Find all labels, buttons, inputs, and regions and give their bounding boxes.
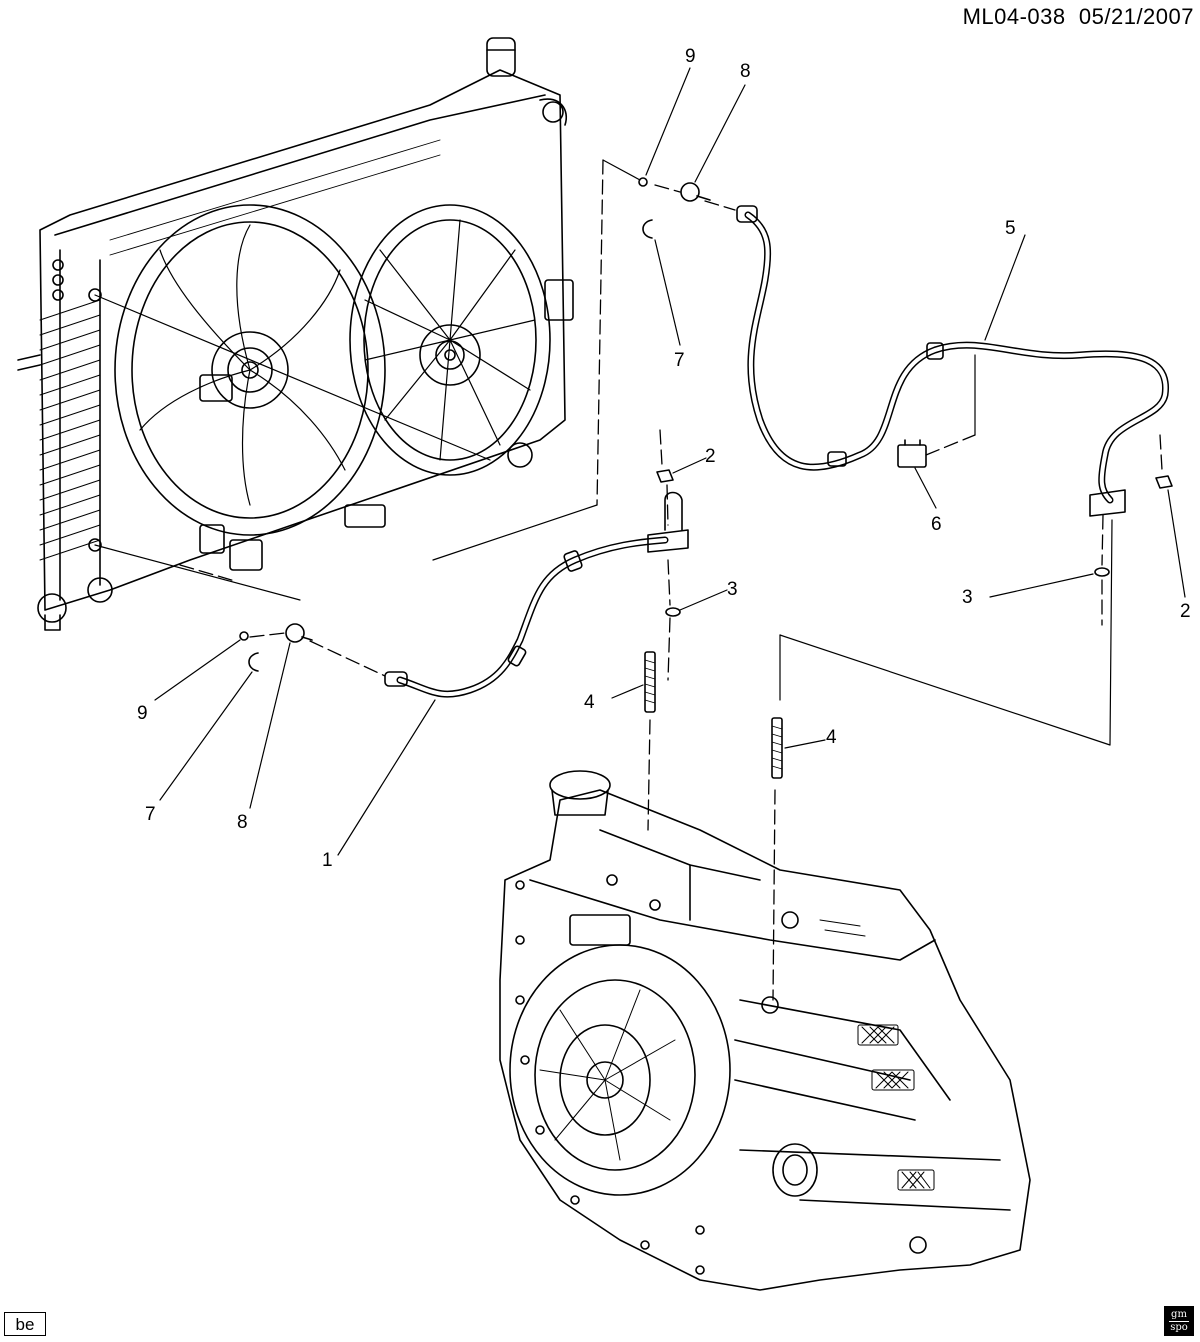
logo-bottom-text: spo: [1170, 1321, 1188, 1333]
diagram-header: ML04-038 05/21/2007: [963, 4, 1194, 30]
cooler-line-5-icon: [736, 205, 1170, 517]
callout-8-upper: 8: [740, 61, 751, 82]
callout-1: 1: [322, 850, 333, 871]
callout-4-left: 4: [584, 692, 595, 713]
logo-top-text: gm: [1169, 1309, 1189, 1322]
callout-9-lower: 9: [137, 703, 148, 724]
transmission-icon: [499, 770, 1031, 1291]
clip-icon: [248, 219, 653, 672]
illustration-badge: be: [4, 1312, 46, 1336]
callout-3-left: 3: [727, 579, 738, 600]
diagram-code: ML04-038: [962, 4, 1066, 29]
gm-spo-logo-icon: gm spo: [1164, 1306, 1194, 1336]
callout-3-right: 3: [962, 587, 973, 608]
callout-2-upper: 2: [705, 446, 716, 467]
callout-4-right: 4: [826, 727, 837, 748]
callout-2-right: 2: [1180, 601, 1191, 622]
radiator-fan-assembly-icon: [17, 37, 574, 631]
callout-5: 5: [1005, 218, 1016, 239]
callout-6: 6: [931, 514, 942, 535]
cooler-line-1-icon: [384, 491, 689, 698]
stud-icon: [644, 651, 783, 779]
fitting-icon: [285, 182, 711, 643]
diagram-date: 05/21/2007: [1078, 4, 1194, 29]
callout-7-lower: 7: [145, 804, 156, 825]
callout-8-lower: 8: [237, 812, 248, 833]
callout-7-upper: 7: [674, 350, 685, 371]
callout-9-upper: 9: [685, 46, 696, 67]
